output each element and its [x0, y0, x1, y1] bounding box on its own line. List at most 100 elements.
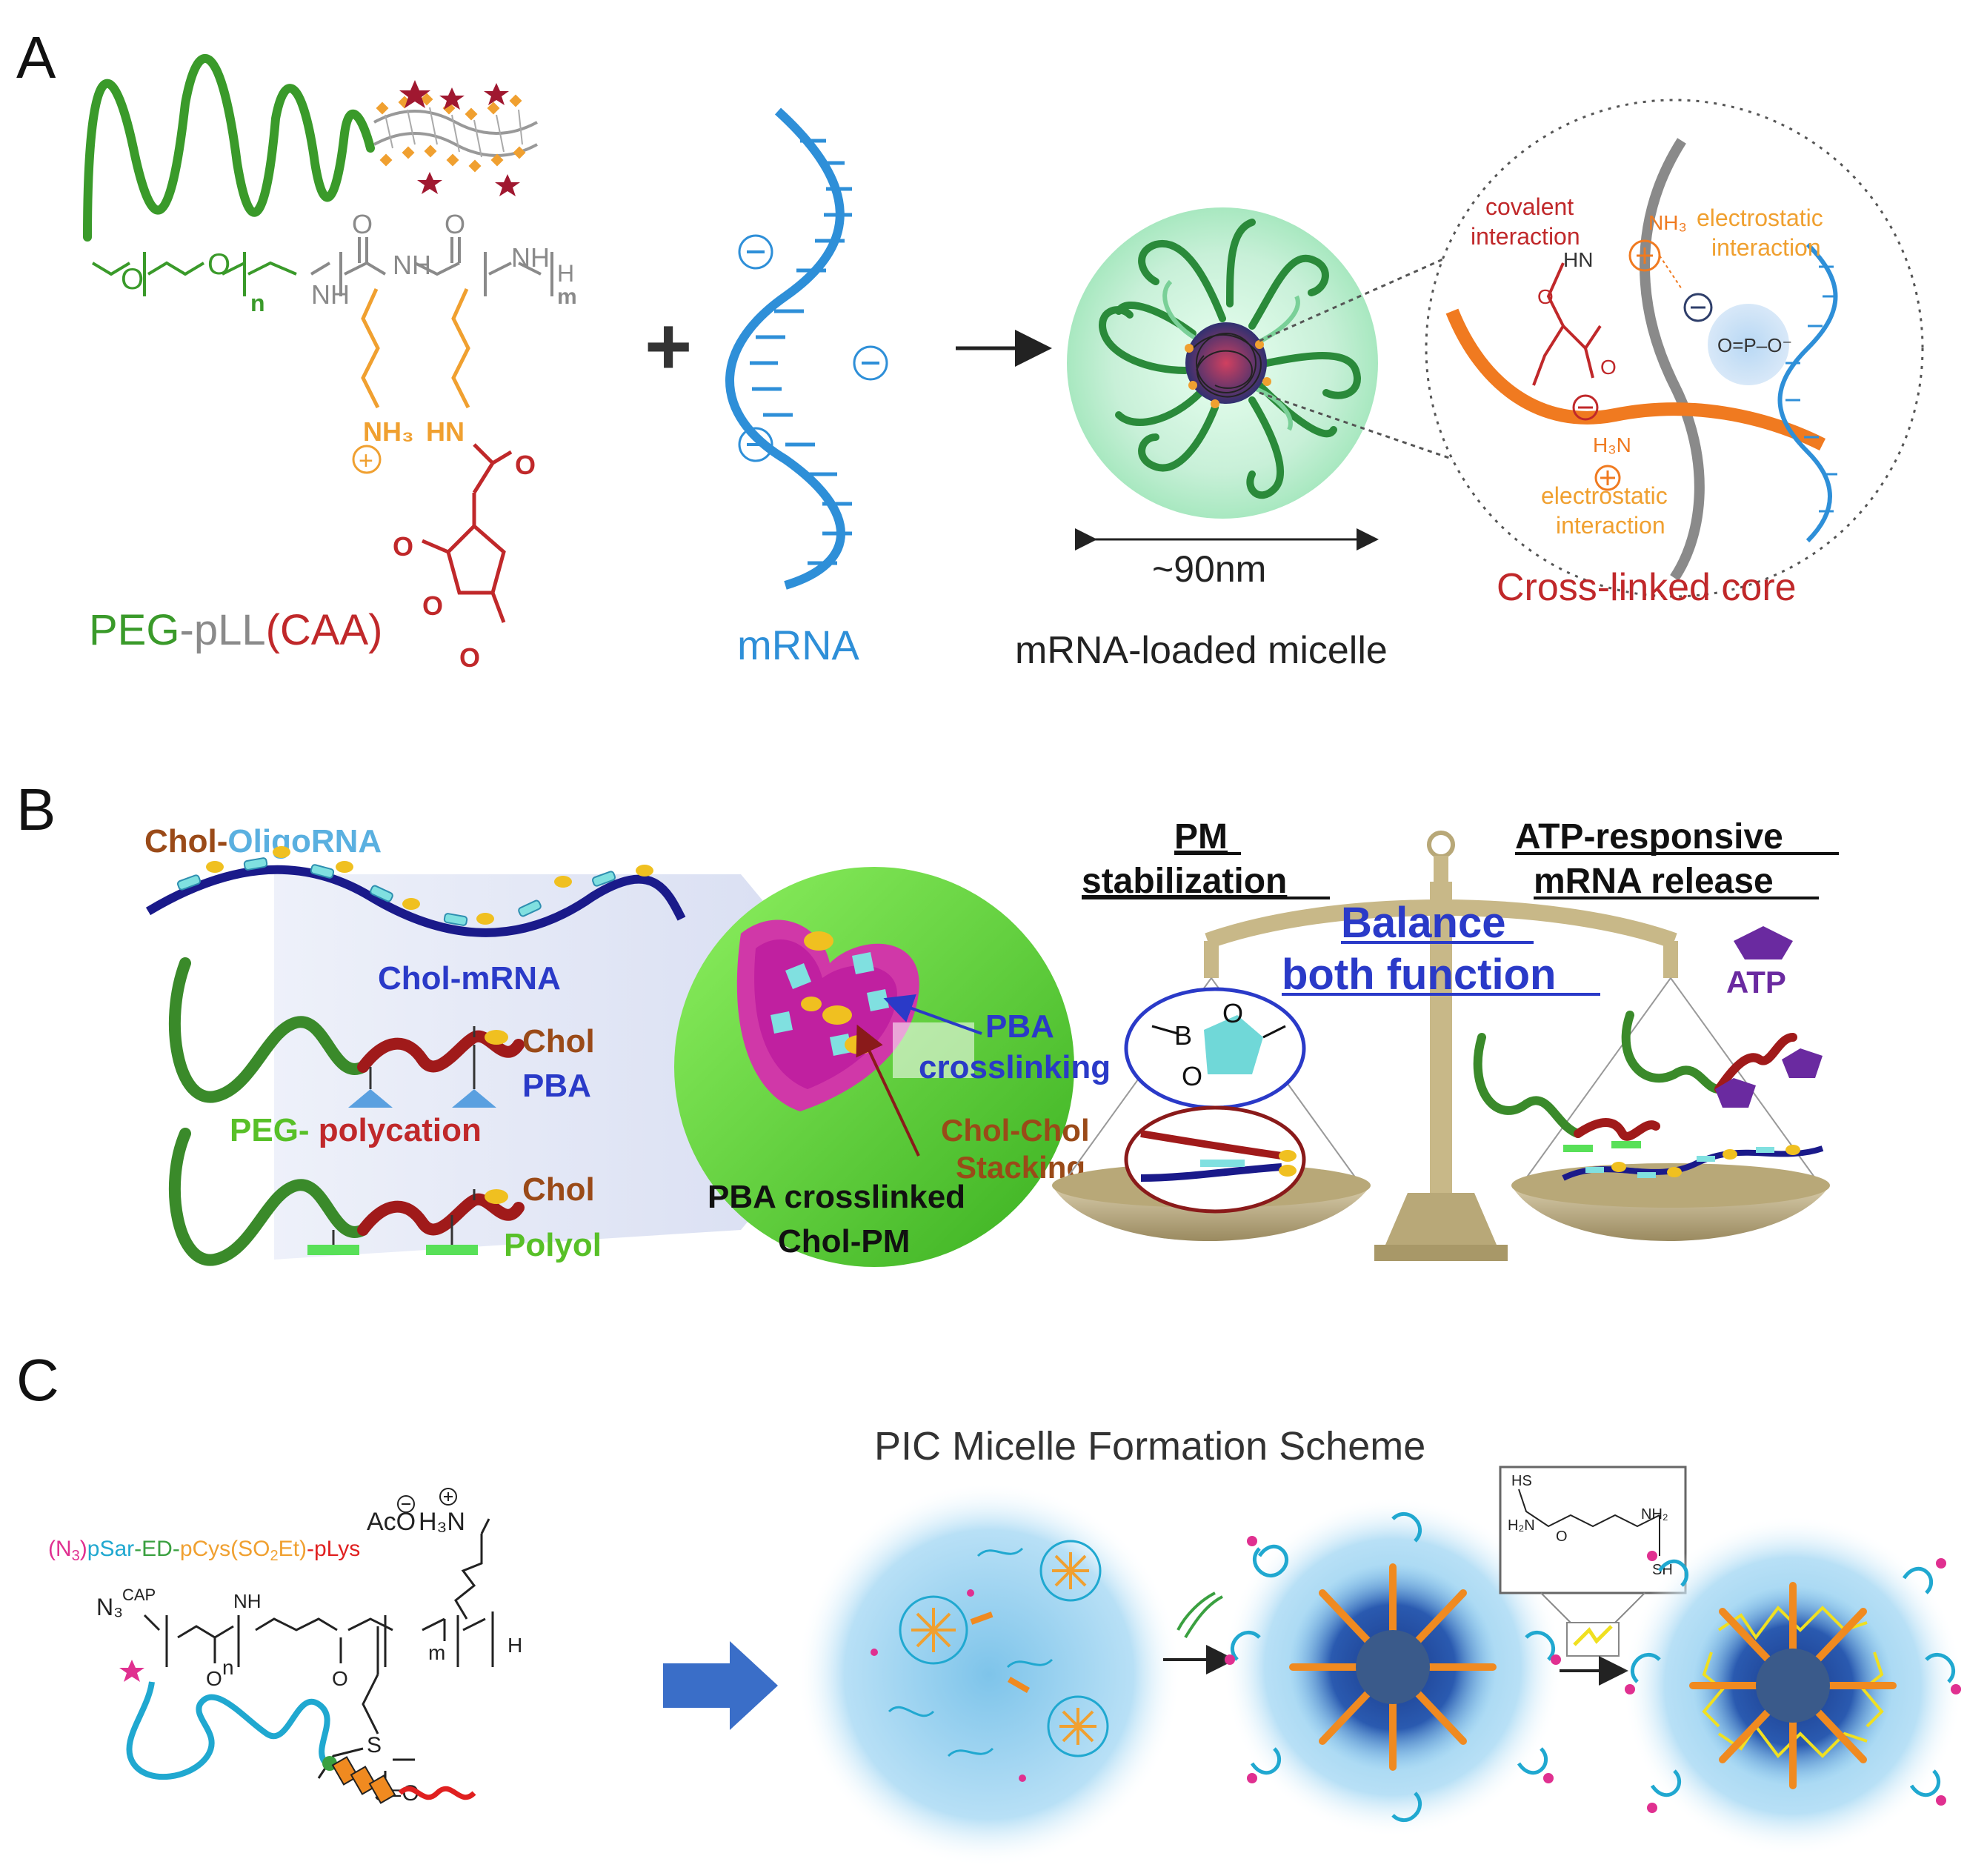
chol-prefix: Chol-	[144, 823, 227, 859]
boronate-o2: O	[1182, 1061, 1202, 1091]
n3-close: )	[80, 1537, 87, 1561]
pm-caption-1: PBA crosslinked	[708, 1179, 965, 1215]
chem-structure-c	[143, 1518, 494, 1786]
scheme-micelle-2	[1222, 1497, 1563, 1837]
stacking-ellipse	[1124, 1105, 1306, 1214]
inset-nh2: NH₂	[1641, 1506, 1668, 1523]
scheme-micelle-1	[796, 1482, 1182, 1867]
pcys: pCys(SO	[180, 1537, 270, 1561]
size-label: ~90nm	[1152, 548, 1266, 590]
pm-stab-2: stabilization	[1082, 862, 1287, 901]
pll-nh3: NH	[511, 242, 550, 273]
scheme-micelle-3	[1622, 1515, 1963, 1856]
core-zoom: O=P–O⁻ O O HN NH₃ H₃N covalent interacti	[1425, 99, 1924, 598]
peg-prefix: PEG-	[230, 1112, 319, 1148]
pba-label: PBA	[522, 1068, 591, 1104]
electrostatic-top-line2: interaction	[1711, 234, 1821, 261]
chol-chol-1: Chol-Chol	[941, 1113, 1090, 1148]
n-chem: n	[222, 1656, 234, 1679]
scheme-mrna	[1176, 1591, 1223, 1639]
bilayer-strip	[373, 80, 538, 196]
pll-o1: O	[352, 209, 373, 239]
covalent-line1: covalent	[1485, 193, 1574, 220]
ed: -ED-	[134, 1537, 180, 1561]
pll-h: H	[557, 260, 574, 287]
peg-o1: O	[121, 263, 144, 296]
peg-n: n	[250, 290, 265, 316]
chol-oligorna: Chol-OligoRNA	[144, 823, 382, 859]
core-hn: HN	[1563, 248, 1593, 271]
pll-o2: O	[445, 209, 465, 239]
n3-open: (N	[48, 1537, 72, 1561]
h-chem: H	[507, 1634, 522, 1657]
caa-label: (CAA)	[266, 606, 383, 654]
so2-sub: 2	[270, 1548, 279, 1564]
thiol-inset: HS H₂N NH₂ SH O	[1499, 1466, 1687, 1657]
nh3-label: NH₃	[363, 416, 414, 447]
chol-oligo-strand	[145, 846, 686, 937]
dash-label: -	[180, 606, 194, 654]
balance-2: both function	[1282, 951, 1556, 999]
peg-polycation: PEG- polycation	[230, 1112, 482, 1148]
polyol-label: Polyol	[504, 1227, 602, 1263]
panel-a: A	[16, 24, 1924, 673]
cap-label: CAP	[122, 1586, 156, 1604]
polymer-pba	[168, 957, 525, 1108]
hn-label: HN	[426, 416, 465, 447]
boronate-ellipse	[1124, 987, 1306, 1110]
pll-nh1: NH	[311, 279, 350, 310]
inset-o: O	[1556, 1529, 1568, 1545]
pll-label: pLL	[194, 606, 266, 654]
o2-chem: O	[332, 1667, 348, 1690]
balance-1: Balance	[1341, 899, 1505, 947]
o1-chem: O	[206, 1667, 222, 1690]
panel-b-letter: B	[16, 776, 56, 842]
plus-charge-c	[439, 1488, 457, 1506]
pm-stab-1: PM	[1174, 817, 1228, 856]
pll-nh2: NH	[393, 250, 431, 280]
core-o2-label: O	[1600, 356, 1617, 379]
panel-b: B Chol-OligoRNA C	[16, 776, 1839, 1267]
atp-label: ATP	[1726, 965, 1786, 999]
m-chem: m	[428, 1641, 445, 1664]
chol-mrna-label: Chol-mRNA	[378, 960, 561, 997]
lysine-chains	[361, 287, 470, 409]
caa-group	[422, 443, 513, 623]
atp-resp-2: mRNA release	[1534, 862, 1774, 901]
nh-chem: NH	[233, 1590, 262, 1612]
covalent-line2: interaction	[1471, 223, 1580, 250]
caa-o2: O	[393, 531, 413, 562]
panel-a-letter: A	[16, 24, 56, 90]
peg-label: PEG	[89, 606, 180, 654]
mrna-strand	[725, 107, 888, 590]
inset-h2n: H₂N	[1508, 1517, 1535, 1534]
plus-charge-a-symbol: +	[359, 447, 373, 475]
core-h3n: H₃N	[1593, 433, 1631, 456]
mrna-label: mRNA	[737, 622, 860, 668]
core-o-label: O	[1537, 285, 1554, 308]
zoom-line-top	[1259, 250, 1460, 342]
plus-charge-a	[352, 445, 382, 474]
polycation: polycation	[319, 1112, 482, 1148]
pba-arrow	[883, 994, 982, 1035]
et: Et)	[279, 1537, 307, 1561]
micelle-a	[1067, 207, 1378, 519]
pm-caption-2: Chol-PM	[778, 1223, 910, 1260]
right-pan-polymers	[1473, 1011, 1824, 1181]
caa-o3: O	[422, 591, 443, 621]
phosphate-label: O=P–O⁻	[1717, 334, 1792, 356]
pba-cross-2: crosslinking	[919, 1049, 1111, 1085]
chol-label-1: Chol	[522, 1023, 595, 1060]
big-blue-arrow	[663, 1641, 778, 1730]
cartoon-polymer-c	[119, 1660, 476, 1804]
pll-m: m	[557, 285, 577, 309]
peg-o2: O	[207, 248, 230, 281]
core-nh3: NH₃	[1648, 211, 1687, 234]
h3n-label: H₃N	[419, 1508, 465, 1536]
caa-o4: O	[459, 642, 480, 673]
polymer-name-c: (N3)pSar-ED-pCys(SO2Et)-pLys	[48, 1537, 360, 1564]
chol-label-2: Chol	[522, 1171, 595, 1208]
plys: -pLys	[307, 1537, 360, 1561]
caa-o1: O	[515, 450, 536, 480]
